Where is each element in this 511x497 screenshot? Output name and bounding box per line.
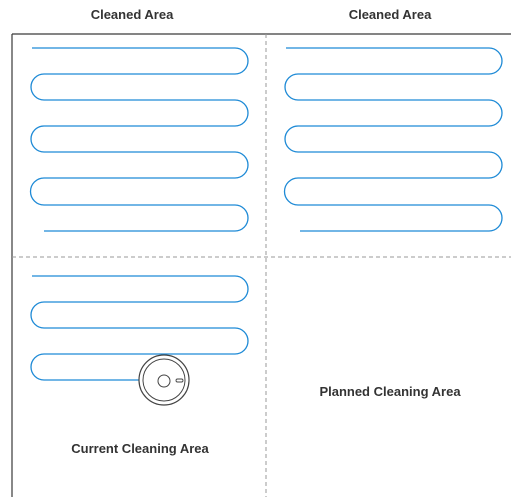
zone-label-top-left: Cleaned Area [90,7,174,22]
robot-vacuum-icon [138,354,190,406]
cleaned-path-top-left [29,47,249,232]
zone-label-current: Current Cleaning Area [71,441,209,456]
cleaned-path-top-right [283,47,503,232]
cleaning-path-current [30,275,249,381]
zone-label-planned: Planned Cleaning Area [319,384,461,399]
zone-label-top-right: Cleaned Area [348,7,432,22]
